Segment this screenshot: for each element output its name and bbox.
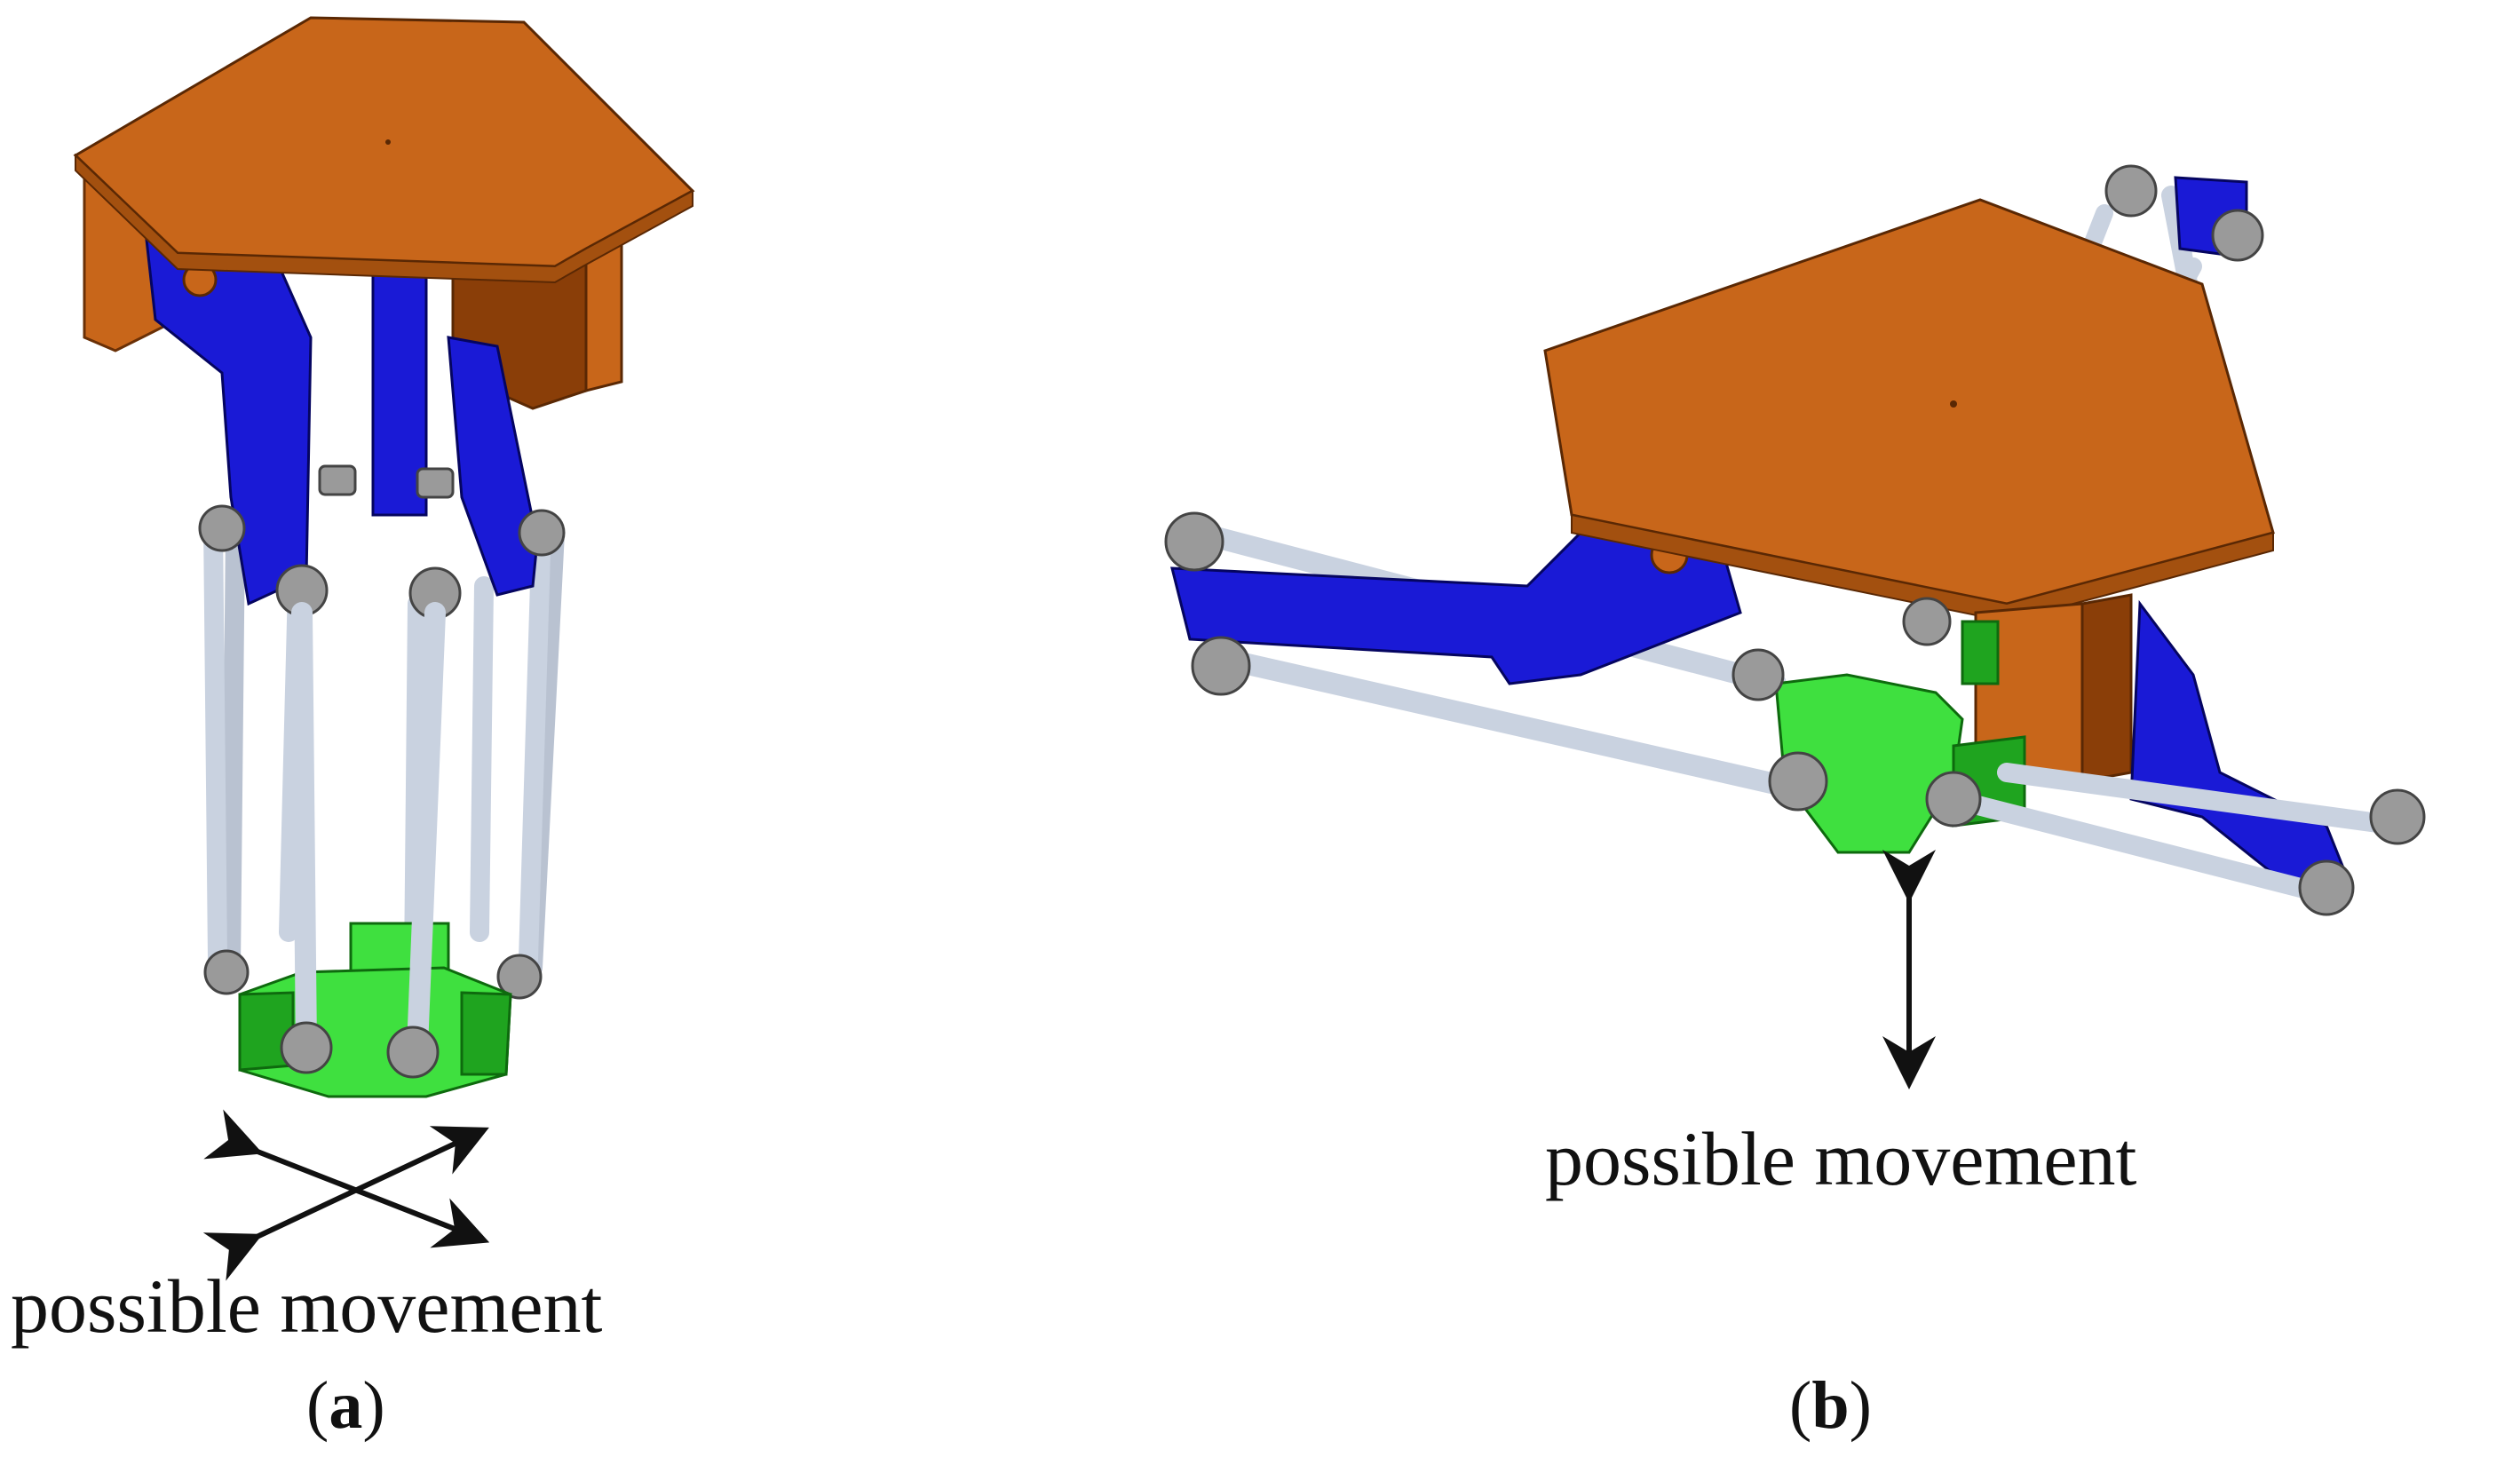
end-effector xyxy=(238,922,512,1098)
movement-caption: possible movement xyxy=(11,1263,603,1349)
upper-joints xyxy=(198,464,566,1000)
delta-robot-vertical-view xyxy=(73,16,695,1281)
panel-b: possible movement (b) xyxy=(1066,0,2520,1473)
panel-label: (b) xyxy=(1789,1368,1872,1443)
lower-joints xyxy=(280,1021,440,1079)
delta-robot-horizontal-view xyxy=(1164,164,2426,1089)
movement-arrows xyxy=(202,1109,490,1281)
active-arms xyxy=(145,238,539,606)
end-effector xyxy=(1774,620,2026,854)
left-arm xyxy=(1170,531,1742,685)
ball-joints xyxy=(1164,511,2426,916)
base-plate xyxy=(73,16,695,268)
panel-label: (a) xyxy=(306,1368,385,1443)
movement-caption: possible movement xyxy=(1545,1116,2137,1201)
panel-a: possible movement (a) xyxy=(0,0,799,1473)
